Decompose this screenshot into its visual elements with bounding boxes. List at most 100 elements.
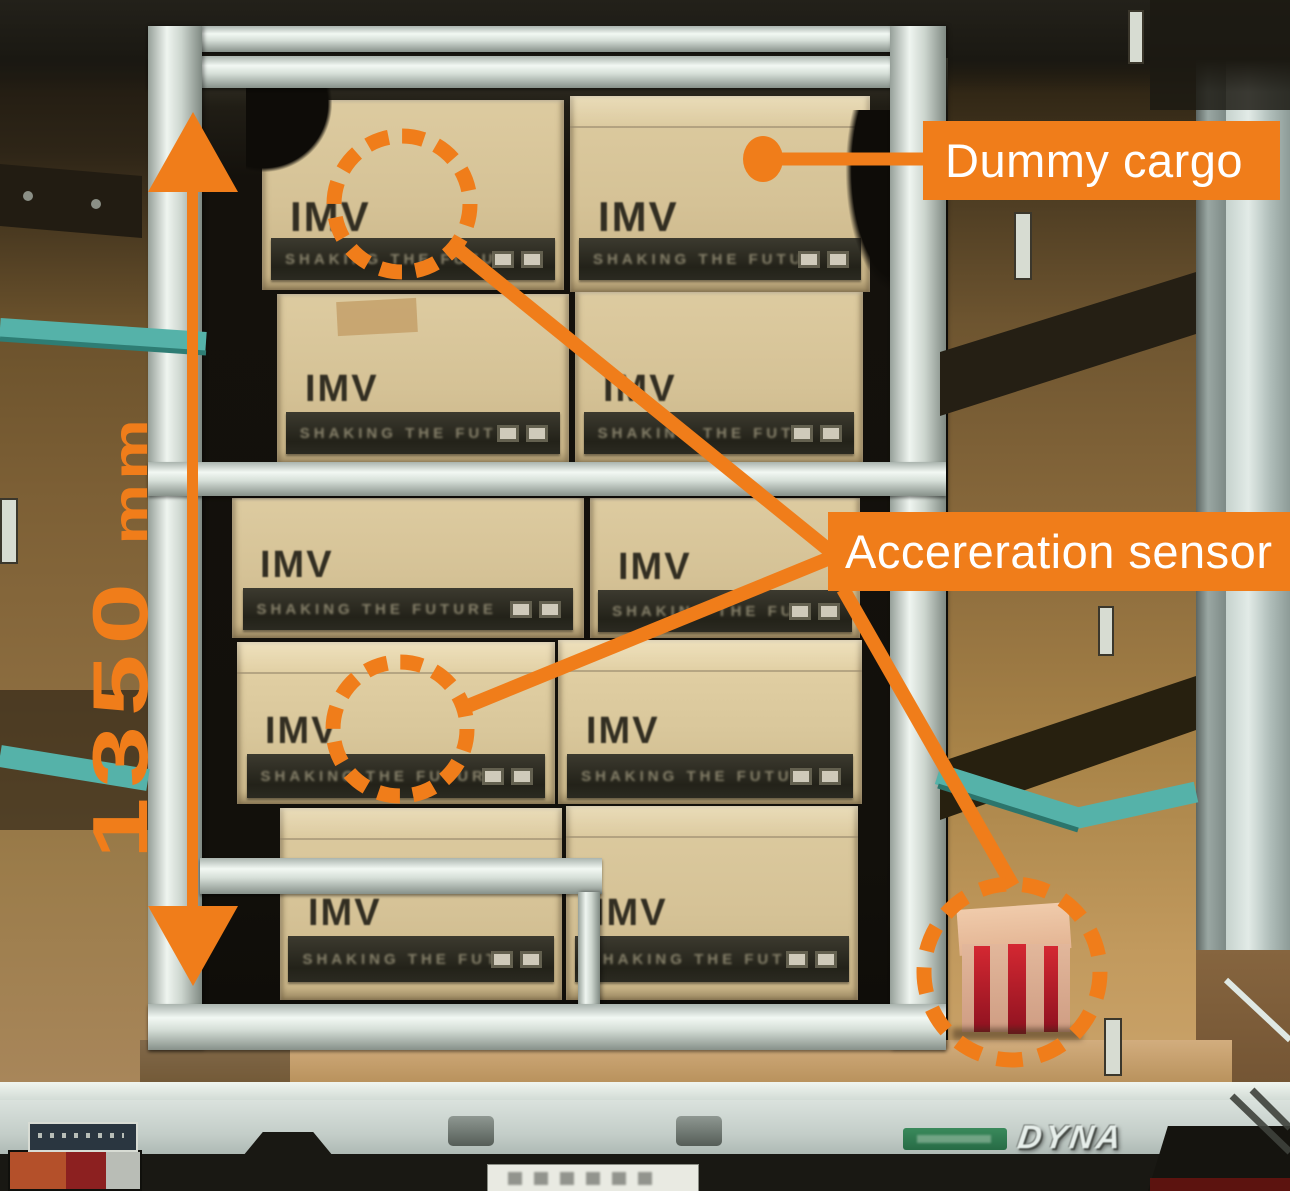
cargo-box: IMV SHAKING THE FUTURE xyxy=(280,808,562,1000)
box-brand-logo: IMV xyxy=(586,710,660,752)
sensor-highlight-circle-top xyxy=(326,128,478,280)
cargo-box: IMV SHAKING THE FUTURE xyxy=(277,294,569,464)
cargo-strap-left-upper xyxy=(0,318,207,352)
frame-lower-shelf-beam xyxy=(200,858,602,894)
dimension-value: 1350 xyxy=(76,572,164,860)
box-label-banner: SHAKING THE FUTURE xyxy=(285,412,561,454)
dimension-line xyxy=(187,186,198,912)
box-slogan-text: SHAKING THE FUTURE xyxy=(299,424,497,442)
dimension-arrow-down xyxy=(148,906,238,986)
dummy-cargo-label-text: Dummy cargo xyxy=(945,134,1244,187)
frame-mid-post xyxy=(578,892,600,1010)
wall-tie-slot xyxy=(1098,606,1114,656)
box-print-marks xyxy=(789,767,841,785)
box-label-banner: SHAKING THE FUTURE xyxy=(242,588,574,630)
box-slogan-text: SHAKING THE FUTURE xyxy=(260,767,483,785)
license-plate xyxy=(487,1164,699,1191)
frame-top-beam-2 xyxy=(148,56,944,88)
print-mark xyxy=(791,424,814,442)
box-slogan-text: SHAKING THE FUTURE xyxy=(581,767,790,785)
tailgate-hinge xyxy=(676,1116,722,1146)
sensor-leader-line-bottom xyxy=(836,585,1020,890)
print-mark xyxy=(818,767,841,785)
box-slogan-text: SHAKING THE FUTURE xyxy=(593,250,798,268)
box-label-banner: SHAKING THE FUTURE xyxy=(567,754,853,798)
box-brand-logo: IMV xyxy=(598,193,679,240)
dimension-arrow-up xyxy=(148,112,238,192)
wall-tie-slot xyxy=(1014,212,1032,280)
deck-sill xyxy=(0,1082,1290,1104)
box-label-banner: SHAKING THE FUTURE xyxy=(583,412,855,454)
print-mark xyxy=(510,600,533,618)
print-mark xyxy=(491,250,514,268)
box-label-banner: SHAKING THE FUTURE xyxy=(579,238,861,280)
box-print-marks xyxy=(791,424,843,442)
print-mark xyxy=(482,767,505,785)
print-mark xyxy=(786,950,809,968)
box-print-marks xyxy=(786,950,838,968)
box-brand-logo: IMV xyxy=(265,710,339,752)
box-brand-logo: IMV xyxy=(260,544,334,586)
box-brand-logo: IMV xyxy=(308,892,382,934)
print-mark xyxy=(520,250,543,268)
box-slogan-text: SHAKING THE FUTURE xyxy=(588,950,786,968)
info-sticker xyxy=(28,1122,138,1152)
sensor-shadow xyxy=(952,1028,1082,1040)
wall-tie-slot xyxy=(1104,1018,1122,1076)
sensor-leader-line-top xyxy=(450,241,835,557)
tail-light-right xyxy=(1150,1178,1290,1191)
box-brand-logo: IMV xyxy=(618,546,692,588)
tail-light-clear xyxy=(106,1152,140,1189)
sensor-red-stripe xyxy=(1044,946,1058,1032)
cargo-box: IMV SHAKING THE FUTURE xyxy=(570,96,870,292)
rear-body-panel xyxy=(0,1100,1290,1158)
badge-text-smudge xyxy=(917,1135,991,1143)
door-chain xyxy=(1229,1087,1290,1155)
box-print-marks xyxy=(490,950,542,968)
dummy-cargo-label: Dummy cargo xyxy=(923,121,1280,200)
print-mark xyxy=(788,602,811,620)
cargo-strap-left-upper-edge xyxy=(0,336,207,356)
print-mark xyxy=(526,424,549,442)
rail-rivet xyxy=(23,191,33,201)
frame-mid-shelf-beam xyxy=(148,462,946,496)
print-mark xyxy=(815,950,838,968)
rail-rivet xyxy=(91,199,101,209)
acceleration-sensor-label-text: Accereration sensor xyxy=(845,525,1273,578)
box-brand-logo: IMV xyxy=(594,892,668,934)
frame-bottom-beam xyxy=(148,1004,946,1050)
sensor-highlight-circle-bottom xyxy=(916,876,1108,1068)
box-print-marks xyxy=(510,600,562,618)
lashing-rail-right-upper xyxy=(940,272,1196,416)
top-right-corner-shadow xyxy=(1150,0,1290,110)
tail-light-red xyxy=(66,1152,106,1189)
door-bottom-edge xyxy=(1223,977,1290,1043)
print-mark xyxy=(539,600,562,618)
print-mark xyxy=(798,250,820,268)
cargo-strap-right xyxy=(934,763,1199,829)
print-mark xyxy=(789,767,812,785)
box-print-marks xyxy=(497,424,549,442)
print-mark xyxy=(490,950,513,968)
box-slogan-text: SHAKING THE FUTURE xyxy=(256,600,497,618)
sensor-leader-line-mid xyxy=(460,551,833,715)
print-mark xyxy=(497,424,520,442)
tailgate-hinge xyxy=(448,1116,494,1146)
print-mark xyxy=(511,767,534,785)
box-slogan-text: SHAKING THE FUTURE xyxy=(285,250,492,268)
acceleration-sensor-block xyxy=(952,898,1082,1040)
cargo-box: IMV SHAKING THE FUTURE xyxy=(558,640,862,804)
box-print-marks xyxy=(482,767,534,785)
maker-badge-green xyxy=(903,1128,1007,1150)
tail-light-amber xyxy=(10,1152,66,1189)
box-print-marks xyxy=(491,250,543,268)
frame-top-beam xyxy=(148,26,944,52)
sensor-highlight-circle-mid xyxy=(325,654,475,804)
dimension-unit: mm xyxy=(105,414,158,545)
box-label-banner: SHAKING THE FUTURE xyxy=(271,238,555,280)
print-mark xyxy=(820,424,843,442)
box-slogan-text: SHAKING THE FUTURE xyxy=(302,950,490,968)
plate-characters xyxy=(508,1172,658,1185)
